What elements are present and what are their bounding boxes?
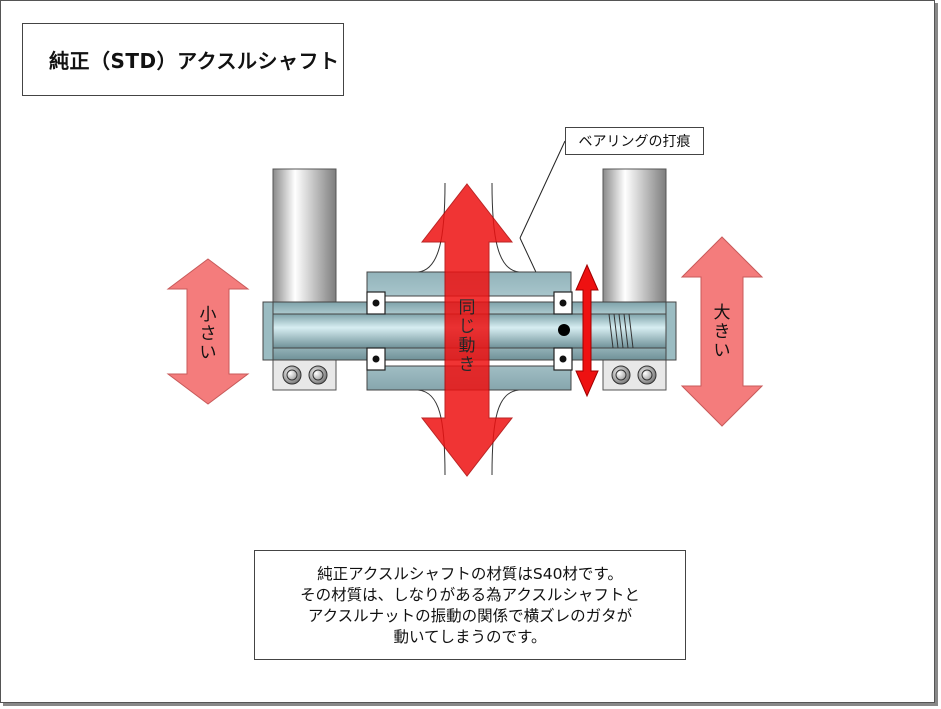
same-motion-label-2: じ [459,317,476,337]
bearing-motion-arrow [575,263,599,398]
title-text: 純正（STD）アクスルシャフト [49,49,340,73]
same-motion-label-1: 同 [459,298,476,318]
description-line-1: 純正アクスルシャフトの材質はS40材です。 [317,565,623,583]
same-motion-arrow: 同 じ 動 き [420,183,514,477]
small-label-2: さ [200,324,217,344]
same-motion-label-3: 動 [459,336,476,356]
bearing-dent-callout: ベアリングの打痕 [565,127,704,155]
same-motion-label-4: き [459,355,476,375]
large-label-2: き [714,322,731,342]
description-line-2: その材質は、しなりがある為アクスルシャフトと [300,586,640,604]
bearing-dent-mark [558,324,570,336]
large-label-3: い [714,341,731,361]
small-arrow: 小 さ い [166,258,250,405]
large-label-1: 大 [714,303,731,323]
small-label-3: い [200,343,217,363]
callout-label: ベアリングの打痕 [578,134,691,150]
description-line-4: 動いてしまうのです。 [393,628,547,646]
small-label-1: 小 [200,305,217,325]
description-line-3: アクスルナットの振動の関係で横ズレのガタが [307,607,633,625]
large-arrow: 大 き い [680,236,764,427]
wheel-outline [417,182,520,476]
title-box: 純正（STD）アクスルシャフト [22,23,344,96]
bearings [366,291,573,371]
description-box: 純正アクスルシャフトの材質はS40材です。 その材質は、しなりがある為アクスルシ… [254,550,686,660]
